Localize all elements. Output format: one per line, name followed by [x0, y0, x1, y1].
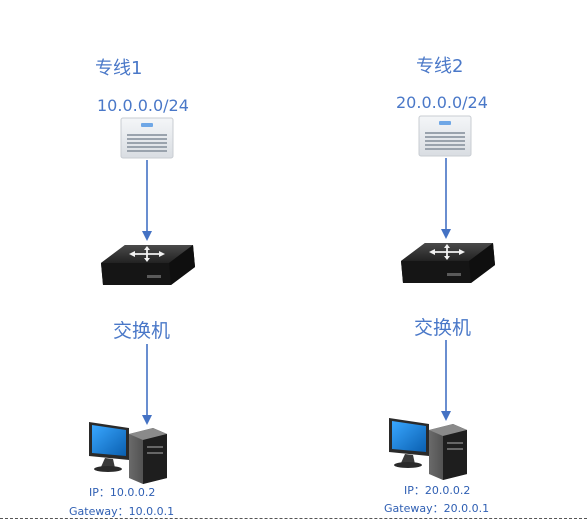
- line-title-left: 专线1: [95, 58, 142, 79]
- bottom-dashed-divider: [0, 518, 587, 519]
- switch-label-right: 交换机: [414, 317, 471, 339]
- computer-icon: [89, 422, 167, 484]
- subnet-right: 20.0.0.0/24: [396, 93, 488, 112]
- gateway-right: Gateway：20.0.0.1: [384, 502, 489, 515]
- computer-icon: [389, 418, 467, 480]
- branch-left: 专线1 10.0.0.0/24 交换机 IP：10.0.0.2 Gateway：…: [69, 58, 196, 518]
- router-icon: [120, 117, 174, 159]
- switch-label-left: 交换机: [113, 320, 170, 342]
- ip-left: IP：10.0.0.2: [89, 486, 155, 499]
- branch-right: 专线2 20.0.0.0/24 交换机 IP：20.0.0.2 Gateway：…: [384, 56, 496, 515]
- router-icon: [418, 115, 472, 157]
- switch-icon: [100, 244, 196, 286]
- ip-right: IP：20.0.0.2: [404, 484, 470, 497]
- subnet-left: 10.0.0.0/24: [97, 96, 189, 115]
- switch-icon: [400, 242, 496, 284]
- gateway-left: Gateway：10.0.0.1: [69, 505, 174, 518]
- line-title-right: 专线2: [416, 56, 463, 77]
